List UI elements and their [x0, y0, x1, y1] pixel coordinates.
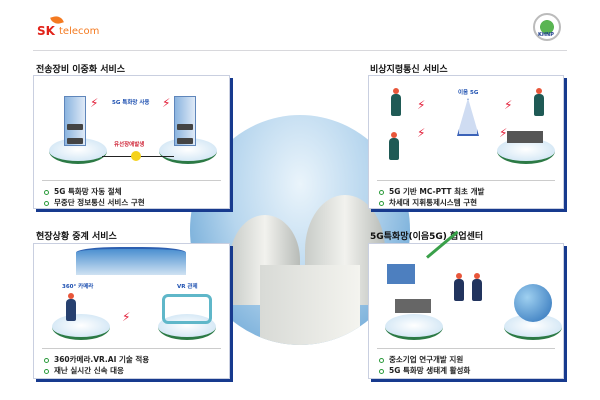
panel-title: 전송장비 이중화 서비스 — [36, 65, 126, 75]
vr-label: VR 관제 — [177, 284, 198, 290]
monitor-wall-icon — [387, 264, 415, 284]
wireless-icon: ⚡ — [90, 96, 99, 110]
worker-icon — [391, 88, 401, 116]
equipment-icon — [177, 124, 193, 130]
wireless-icon: ⚡ — [162, 96, 171, 110]
vr-screen-icon — [162, 294, 212, 324]
bullet-item: 5G 기반 MC-PTT 최초 개발 — [379, 186, 484, 197]
khnp-seal-logo: KHNP — [533, 13, 561, 41]
globe-icon — [514, 284, 552, 322]
cell-tower-icon — [457, 98, 479, 136]
panel-title: 현장상황 중계 서비스 — [36, 232, 117, 242]
logo-sk: SK — [37, 24, 55, 38]
seal-text: KHNP — [538, 32, 554, 38]
panel-title: 5G특화망(이음5G) 협업센터 — [370, 232, 484, 242]
fault-icon — [131, 151, 141, 161]
base-disc — [385, 314, 443, 340]
plant-building — [260, 265, 360, 345]
businessman-icon — [472, 273, 482, 301]
bullet-item: 5G 특화망 생태계 활성화 — [379, 365, 470, 376]
wireless-icon: ⚡ — [417, 98, 426, 112]
field-relay-illustration: 360° 카메라 VR 관제 ⚡ — [34, 244, 229, 344]
businessman-icon — [454, 273, 464, 301]
header-divider — [33, 50, 567, 51]
building-icon — [64, 96, 86, 146]
redundancy-illustration: ⚡ ⚡ 5G 특화망 사용 유선장애발생 — [34, 76, 229, 176]
bullet-item: 5G 특화망 자동 절체 — [44, 186, 122, 197]
worker-icon — [534, 88, 544, 116]
bullet-item: 차세대 지휘통제시스템 구현 — [379, 197, 477, 208]
collab-illustration — [369, 230, 563, 344]
panorama-banner — [76, 247, 186, 275]
divider — [377, 180, 555, 181]
divider — [377, 348, 555, 349]
building-icon — [174, 96, 196, 146]
wireless-icon: ⚡ — [417, 126, 426, 140]
logo-telecom: telecom — [59, 26, 100, 37]
panel-emergency-comm: 이음 5G ⚡ ⚡ ⚡ ⚡ 5G 기반 MC-PTT 최초 개발 차세대 지휘통… — [368, 75, 564, 209]
camera-operator-icon — [66, 293, 76, 321]
desk-icon — [395, 299, 431, 313]
sk-telecom-logo: SK telecom — [37, 14, 107, 38]
wireless-icon: ⚡ — [122, 310, 131, 324]
emergency-illustration: 이음 5G ⚡ ⚡ ⚡ ⚡ — [369, 76, 563, 176]
fault-label: 유선장애발생 — [114, 142, 145, 148]
bullet-item: 재난 실시간 신속 대응 — [44, 365, 124, 376]
equipment-icon — [67, 124, 83, 130]
bullet-item: 360카메라.VR.AI 기술 적용 — [44, 354, 149, 365]
base-disc — [52, 314, 110, 340]
bullet-item: 무중단 정보통신 서비스 구현 — [44, 197, 145, 208]
worker-icon — [389, 132, 399, 160]
camera-label: 360° 카메라 — [62, 284, 94, 290]
panel-title: 비상지령통신 서비스 — [370, 65, 448, 75]
bullet-item: 중소기업 연구개발 지원 — [379, 354, 463, 365]
panel-field-relay: 360° 카메라 VR 관제 ⚡ 360카메라.VR.AI 기술 적용 재난 실… — [33, 243, 230, 379]
wireless-icon: ⚡ — [504, 98, 513, 112]
divider — [42, 348, 221, 349]
link-label: 5G 특화망 사용 — [112, 100, 150, 106]
panel-redundancy: ⚡ ⚡ 5G 특화망 사용 유선장애발생 5G 특화망 자동 절체 무중단 정보… — [33, 75, 230, 209]
equipment-icon — [177, 138, 193, 144]
wireless-icon: ⚡ — [499, 126, 508, 140]
panel-collab-center: 중소기업 연구개발 지원 5G 특화망 생태계 활성화 — [368, 230, 564, 379]
equipment-icon — [67, 138, 83, 144]
divider — [42, 180, 221, 181]
control-desk-icon — [507, 131, 543, 143]
tower-label: 이음 5G — [458, 90, 479, 96]
